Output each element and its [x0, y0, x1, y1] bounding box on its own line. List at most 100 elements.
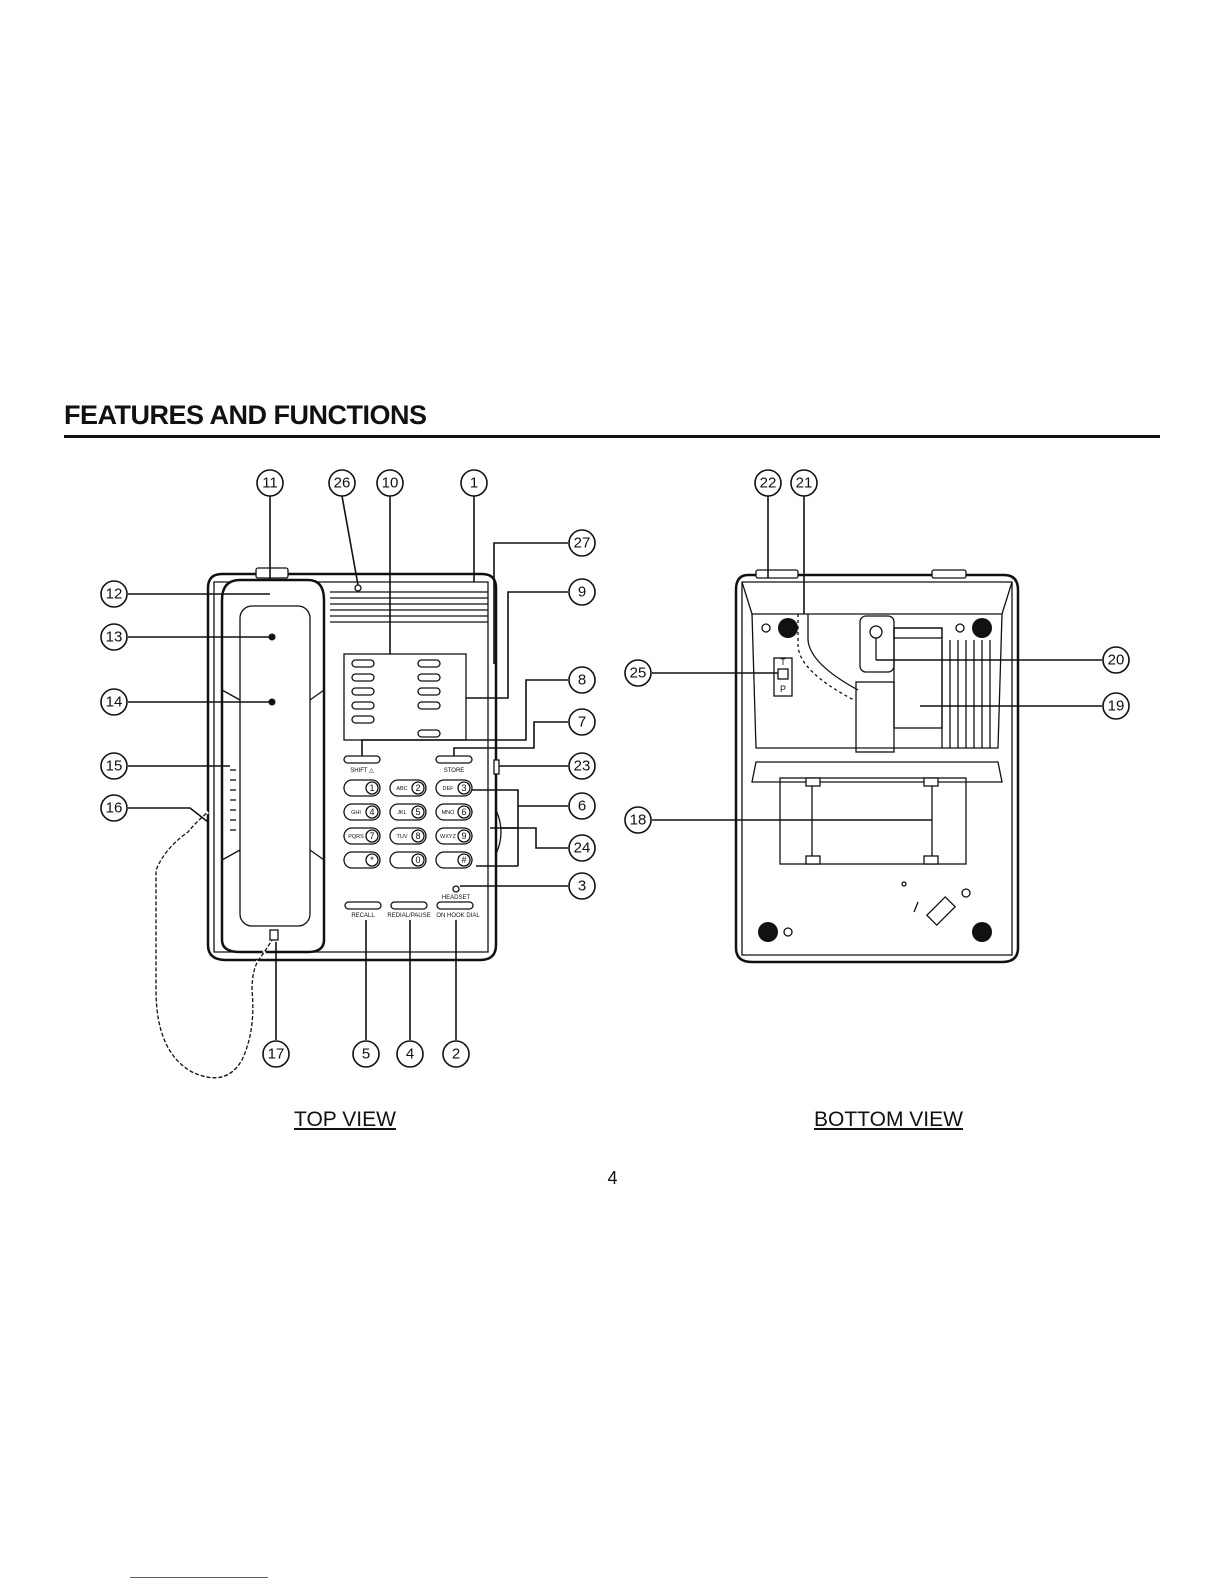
- redial-button: [391, 902, 427, 909]
- svg-text:6: 6: [578, 798, 586, 815]
- key-letters: ABC: [396, 786, 407, 792]
- callout-13: 13: [101, 624, 127, 650]
- callout-1: 1: [461, 470, 487, 496]
- callout-12: 12: [101, 581, 127, 607]
- switch-p: P: [780, 684, 786, 694]
- callout-3: 3: [569, 873, 595, 899]
- callout-16: 16: [101, 795, 127, 821]
- key-digit: 4: [369, 807, 374, 817]
- svg-text:11: 11: [262, 475, 278, 492]
- top-view-phone: SHIFT △ STORE 1 ABC 2 DEF 3GHI 4 JKL 5 MNO 6PQRS 7…: [156, 568, 501, 1078]
- callout-23: 23: [569, 753, 595, 779]
- bottom-view-phone: T P: [736, 570, 1018, 962]
- key-pound: #: [436, 852, 472, 868]
- callout-6: 6: [569, 793, 595, 819]
- key-letters: WXYZ: [440, 834, 457, 840]
- svg-text:4: 4: [406, 1046, 414, 1063]
- callout-21: 21: [791, 470, 817, 496]
- bottom-view-label: BOTTOM VIEW: [814, 1108, 963, 1132]
- callout-19: 19: [1103, 693, 1129, 719]
- store-button: [436, 756, 472, 763]
- svg-text:15: 15: [106, 758, 123, 775]
- svg-text:25: 25: [630, 665, 647, 682]
- key-digit: 1: [369, 783, 374, 793]
- callout-25: 25: [625, 660, 651, 686]
- svg-text:27: 27: [574, 535, 591, 552]
- key-letters: GHI: [351, 810, 361, 816]
- callout-2: 2: [443, 1041, 469, 1067]
- callout-20: 20: [1103, 647, 1129, 673]
- key-digit: 6: [461, 807, 466, 817]
- callout-9: 9: [569, 579, 595, 605]
- recall-button: [345, 902, 381, 909]
- key-letters: DEF: [443, 786, 455, 792]
- svg-text:26: 26: [334, 475, 351, 492]
- key-2: ABC 2: [390, 780, 426, 796]
- svg-text:12: 12: [106, 586, 123, 603]
- key-letters: PQRS: [348, 834, 364, 840]
- bottom-link-line: [130, 1577, 268, 1578]
- onhook-label: ON HOOK DIAL: [436, 913, 480, 919]
- key-digit: 9: [461, 831, 466, 841]
- key-digit: *: [370, 855, 374, 865]
- svg-text:23: 23: [574, 758, 591, 775]
- callout-15: 15: [101, 753, 127, 779]
- svg-text:13: 13: [106, 629, 123, 646]
- shift-button: [344, 756, 380, 763]
- callout-26: 26: [329, 470, 355, 496]
- onhook-button: [437, 902, 473, 909]
- store-label: STORE: [444, 768, 465, 774]
- svg-text:17: 17: [268, 1046, 285, 1063]
- callout-14: 14: [101, 689, 127, 715]
- callout-22: 22: [755, 470, 781, 496]
- key-0: 0: [390, 852, 426, 868]
- page-number: 4: [0, 1168, 1225, 1189]
- key-digit: 0: [415, 855, 420, 865]
- svg-text:19: 19: [1108, 698, 1125, 715]
- callout-5: 5: [353, 1041, 379, 1067]
- callout-18: 18: [625, 807, 651, 833]
- key-digit: 8: [415, 831, 420, 841]
- key-letters: MNO: [442, 810, 456, 816]
- key-4: GHI 4: [344, 804, 380, 820]
- svg-text:1: 1: [470, 475, 478, 492]
- shift-label: SHIFT △: [350, 768, 374, 774]
- svg-text:7: 7: [578, 714, 586, 731]
- svg-text:14: 14: [106, 694, 123, 711]
- svg-text:3: 3: [578, 878, 586, 895]
- switch-t: T: [780, 657, 786, 667]
- key-digit: 5: [415, 807, 420, 817]
- key-8: TUV 8: [390, 828, 426, 844]
- svg-text:8: 8: [578, 672, 586, 689]
- top-view-label: TOP VIEW: [294, 1108, 396, 1132]
- svg-text:16: 16: [106, 800, 123, 817]
- svg-text:24: 24: [574, 840, 591, 857]
- key-letters: TUV: [397, 834, 408, 840]
- redial-label: REDIAL/PAUSE: [387, 913, 430, 919]
- key-5: JKL 5: [390, 804, 426, 820]
- key-letters: JKL: [397, 810, 406, 816]
- headset-label: HEADSET: [442, 895, 471, 901]
- key-digit: 7: [369, 831, 374, 841]
- callout-11: 11: [257, 470, 283, 496]
- callout-7: 7: [569, 709, 595, 735]
- callout-24: 24: [569, 835, 595, 861]
- key-1: 1: [344, 780, 380, 796]
- svg-text:10: 10: [382, 475, 399, 492]
- side-jack: [494, 760, 499, 774]
- svg-text:20: 20: [1108, 652, 1125, 669]
- svg-text:9: 9: [578, 584, 586, 601]
- key-digit: 2: [415, 783, 420, 793]
- key-3: DEF 3: [436, 780, 472, 796]
- callout-4: 4: [397, 1041, 423, 1067]
- key-digit: 3: [461, 783, 466, 793]
- svg-text:21: 21: [796, 475, 813, 492]
- key-9: WXYZ 9: [436, 828, 472, 844]
- recall-label: RECALL: [351, 913, 375, 919]
- key-7: PQRS 7: [344, 828, 380, 844]
- svg-text:18: 18: [630, 812, 647, 829]
- key-6: MNO 6: [436, 804, 472, 820]
- svg-text:5: 5: [362, 1046, 370, 1063]
- callout-27: 27: [569, 530, 595, 556]
